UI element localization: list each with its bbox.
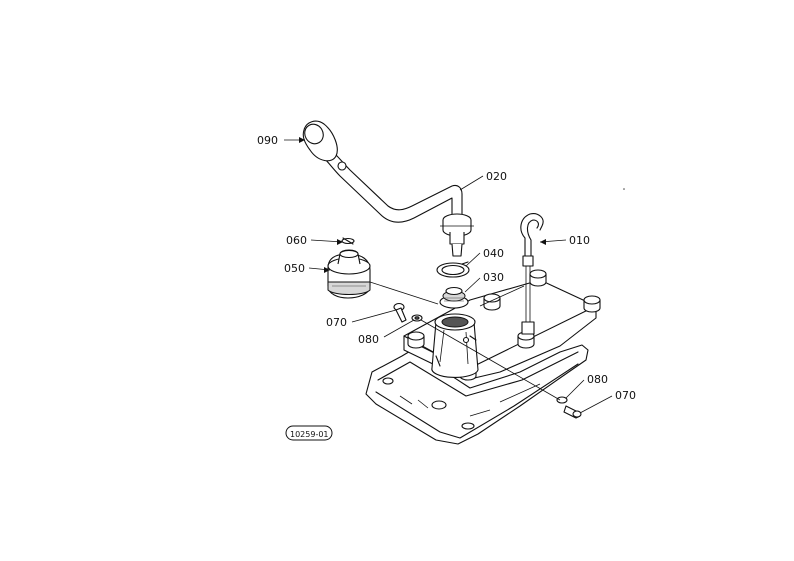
housing-base-plate xyxy=(365,344,589,445)
small-pin-060 xyxy=(341,237,355,245)
callout-030: 030 xyxy=(483,271,504,284)
callout-020: 020 xyxy=(486,170,507,183)
callout-070-right: 070 xyxy=(615,389,636,402)
callout-070-left: 070 xyxy=(326,316,347,329)
diagram-code-badge: 10259-01 xyxy=(285,425,333,441)
dust-boot-030 xyxy=(439,286,469,309)
callout-040: 040 xyxy=(483,247,504,260)
rubber-boot-050 xyxy=(327,249,371,299)
lever-knob-090 xyxy=(302,120,347,171)
callout-060: 060 xyxy=(286,234,307,247)
breather-pipe-010 xyxy=(520,213,544,335)
washer-080-right xyxy=(556,396,568,404)
callout-010: 010 xyxy=(569,234,590,247)
callout-080-left: 080 xyxy=(358,333,379,346)
callout-labels: 090 020 060 050 040 030 010 070 080 080 … xyxy=(257,134,636,402)
washer-080-left xyxy=(411,314,423,322)
bolt-070-right xyxy=(563,405,582,419)
shift-lever-020 xyxy=(315,141,474,257)
callout-050: 050 xyxy=(284,262,305,275)
cover-bolts xyxy=(407,269,601,381)
leader-lines xyxy=(284,137,613,414)
snap-ring-040 xyxy=(436,261,470,278)
callout-080-right: 080 xyxy=(587,373,608,386)
diagram-code: 10259-01 xyxy=(290,430,329,439)
stray-dot xyxy=(623,188,625,190)
callout-090: 090 xyxy=(257,134,278,147)
lever-socket-tower xyxy=(431,313,479,378)
bolt-070-left xyxy=(393,302,407,323)
